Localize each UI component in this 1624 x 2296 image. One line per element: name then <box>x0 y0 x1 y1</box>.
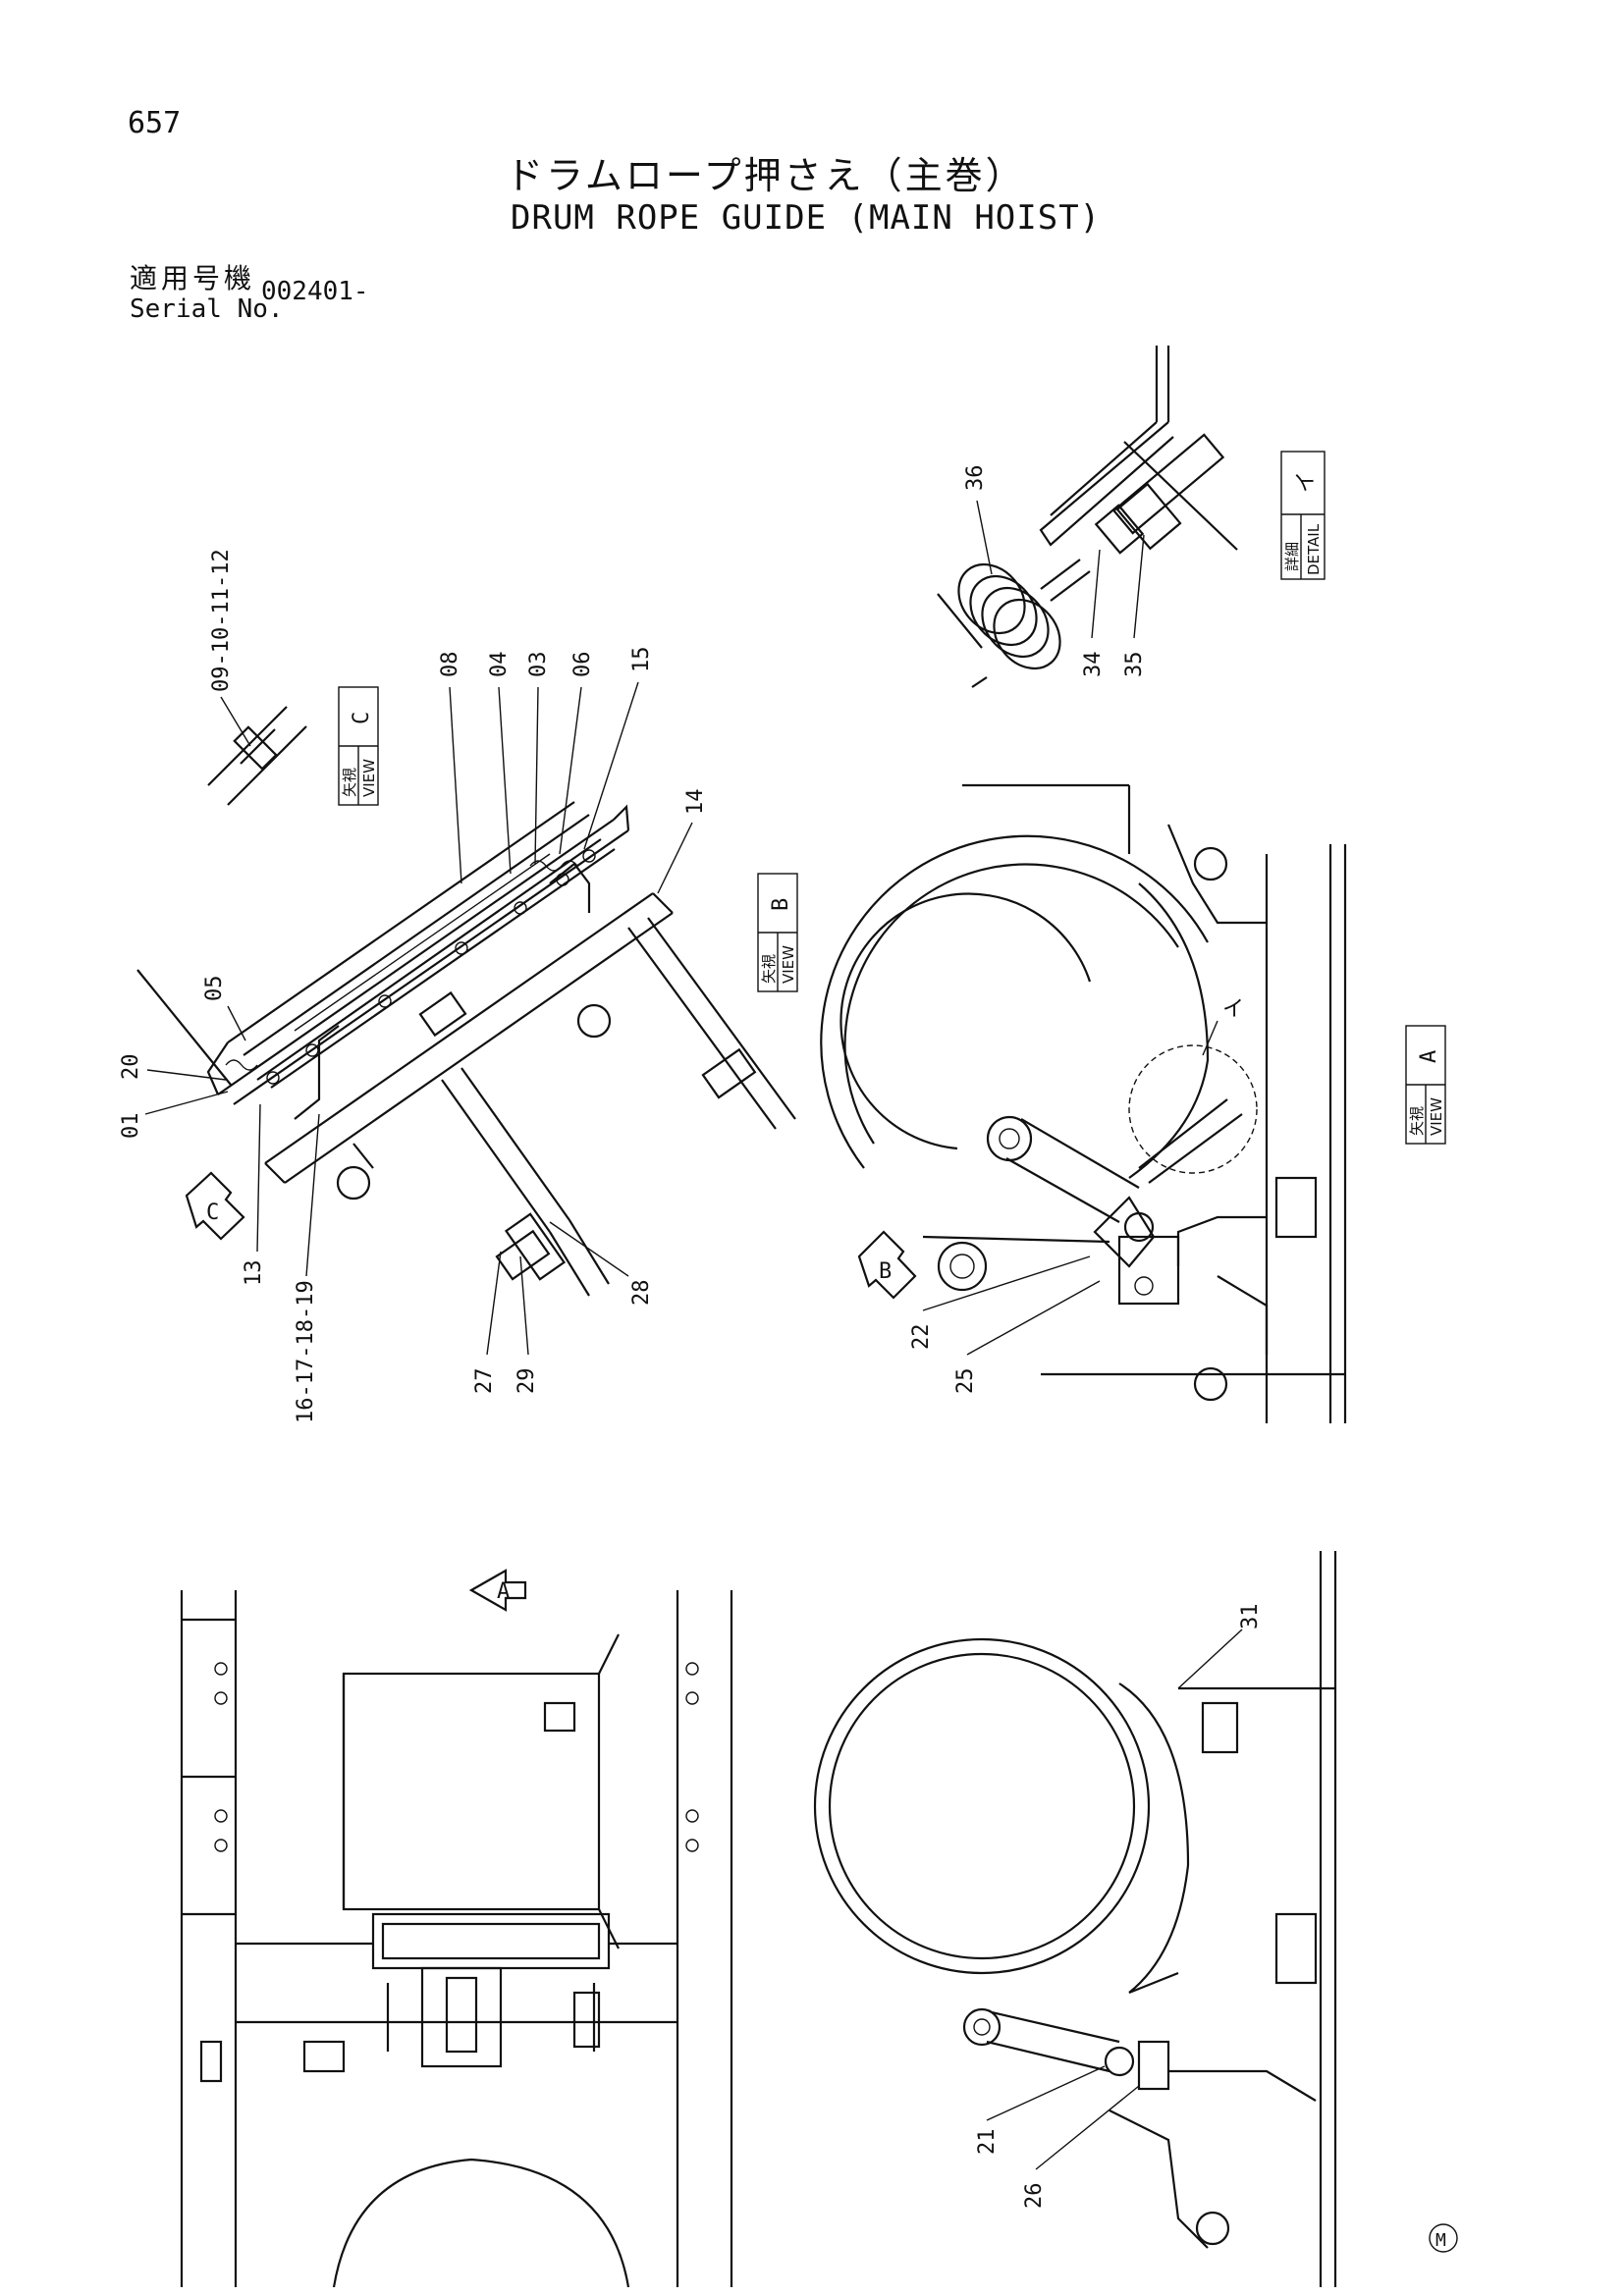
view-c-bolt-detail <box>207 706 307 806</box>
view-a-label-ja: 矢視 <box>1408 1106 1426 1136</box>
part-label-27: 27 <box>472 1368 497 1395</box>
view-arrow-a-letter: A <box>497 1579 510 1604</box>
leader-27 <box>486 1251 502 1356</box>
part-label-22: 22 <box>909 1324 934 1351</box>
part-label-26: 26 <box>1022 2183 1047 2210</box>
leader-09-12 <box>220 696 251 747</box>
part-label-06: 06 <box>570 652 595 678</box>
detail-i-marker-leader <box>1202 1020 1218 1056</box>
part-label-34: 34 <box>1081 652 1106 678</box>
view-b-label: 矢視 VIEW B <box>757 873 798 992</box>
part-label-29: 29 <box>514 1368 539 1395</box>
part-label-15: 15 <box>629 647 654 673</box>
leader-26 <box>1035 2085 1140 2170</box>
footer-mark: M <box>1435 2230 1446 2251</box>
view-c-label-en: VIEW <box>360 759 378 797</box>
view-a-label-en: VIEW <box>1428 1097 1445 1136</box>
leader-14 <box>657 822 693 894</box>
leader-36 <box>976 500 993 575</box>
view-c-label-letter: C <box>350 712 374 724</box>
view-arrow-b-marker: B <box>857 1230 917 1300</box>
leader-13 <box>256 1103 261 1253</box>
view-c-label: 矢視 VIEW C <box>338 686 379 806</box>
view-arrow-b-letter: B <box>879 1259 892 1284</box>
leader-06 <box>559 686 582 855</box>
page-number: 657 <box>128 106 182 140</box>
view-a-label-letter: A <box>1417 1050 1441 1063</box>
part-label-35: 35 <box>1122 652 1147 678</box>
part-label-25: 25 <box>953 1368 978 1395</box>
plan-view-drawing <box>180 1590 733 2288</box>
view-b-label-letter: B <box>769 898 793 911</box>
part-label-31: 31 <box>1238 1604 1263 1630</box>
leader-25 <box>966 1280 1101 1356</box>
leader-35 <box>1133 534 1145 639</box>
detail-i-drawing <box>937 346 1238 688</box>
lower-right-drum-drawing <box>813 1551 1337 2287</box>
view-b-label-ja: 矢視 <box>760 954 778 984</box>
detail-i-marker: イ <box>1222 997 1244 1022</box>
serial-label-japanese: 適用号機 <box>130 262 256 294</box>
part-label-13: 13 <box>242 1260 266 1287</box>
title-japanese: ドラムロープ押さえ（主巻） <box>506 154 1026 197</box>
leader-31 <box>1177 1629 1243 1689</box>
serial-label-english: Serial No. <box>130 294 284 324</box>
part-label-08: 08 <box>438 652 462 678</box>
part-label-03: 03 <box>526 652 551 678</box>
view-a-drawing <box>820 783 1347 1423</box>
leader-04 <box>498 686 512 875</box>
leader-21 <box>986 2065 1106 2121</box>
leader-29 <box>519 1255 529 1356</box>
part-label-14: 14 <box>683 789 708 816</box>
view-arrow-c-marker: C <box>185 1171 245 1241</box>
view-arrow-a-marker: A <box>468 1569 527 1612</box>
part-label-05: 05 <box>202 976 227 1002</box>
leader-34 <box>1091 549 1101 639</box>
part-label-36: 36 <box>963 465 988 492</box>
detail-i-label-en: DETAIL <box>1305 523 1323 575</box>
leader-01 <box>144 1091 229 1115</box>
view-a-label: 矢視 VIEW A <box>1405 1025 1446 1145</box>
view-arrow-c-letter: C <box>206 1201 219 1225</box>
leader-08 <box>449 686 462 884</box>
part-label-16-19: 16-17-18-19 <box>294 1280 318 1423</box>
title-english: DRUM ROPE GUIDE (MAIN HOIST) <box>511 198 1102 238</box>
view-b-label-en: VIEW <box>780 945 797 984</box>
detail-i-label-ja: 詳細 <box>1283 542 1301 571</box>
part-label-09-12: 09-10-11-12 <box>209 549 234 692</box>
leader-16-19 <box>305 1113 320 1277</box>
part-label-01: 01 <box>119 1113 143 1140</box>
part-label-04: 04 <box>487 652 512 678</box>
leader-20 <box>146 1069 227 1081</box>
part-label-20: 20 <box>119 1054 143 1081</box>
view-c-label-ja: 矢視 <box>341 768 358 797</box>
leader-22 <box>922 1255 1091 1311</box>
detail-i-label: 詳細 DETAIL イ <box>1280 451 1326 580</box>
part-label-21: 21 <box>975 2129 1000 2156</box>
serial-number-value: 002401- <box>261 277 369 306</box>
leader-15 <box>583 681 639 850</box>
part-label-28: 28 <box>629 1280 654 1307</box>
leader-03 <box>534 686 539 865</box>
footer-mark-circle <box>1429 2223 1458 2253</box>
detail-i-label-letter: イ <box>1294 471 1319 493</box>
leader-05 <box>227 1005 246 1041</box>
leader-28 <box>549 1221 629 1277</box>
view-c-assembly-drawing <box>136 801 796 1297</box>
